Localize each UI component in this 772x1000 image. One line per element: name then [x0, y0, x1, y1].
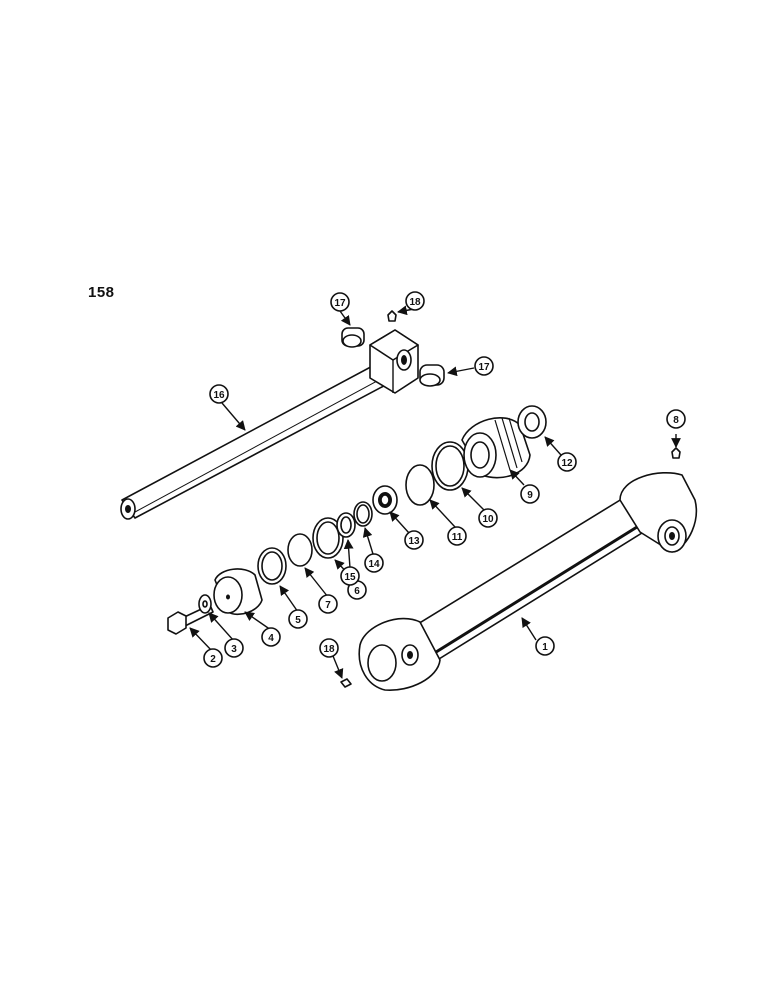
svg-text:18: 18	[409, 297, 421, 308]
callout-8: 8	[666, 409, 686, 429]
seal-rings-part	[257, 441, 469, 585]
callout-10: 10	[478, 508, 498, 528]
callout-7: 7	[318, 594, 338, 614]
svg-text:10: 10	[482, 514, 494, 525]
callout-1: 1	[535, 636, 555, 656]
callout-15: 15	[340, 566, 360, 586]
callout-2: 2	[203, 648, 223, 668]
svg-text:17: 17	[478, 362, 490, 373]
callout-18-bottom: 18	[319, 638, 339, 658]
svg-text:7: 7	[325, 600, 331, 611]
svg-text:9: 9	[527, 490, 533, 501]
svg-text:17: 17	[334, 298, 346, 309]
svg-text:16: 16	[213, 390, 225, 401]
piston-rod-part	[120, 329, 419, 520]
callout-12: 12	[557, 452, 577, 472]
page-number: 158	[88, 284, 115, 301]
callout-14: 14	[364, 553, 384, 573]
grease-fitting-barrel-part	[671, 447, 681, 459]
svg-text:1: 1	[542, 642, 548, 653]
nut-part	[517, 405, 547, 439]
svg-text:15: 15	[344, 572, 356, 583]
bearing-part	[372, 485, 398, 515]
svg-text:14: 14	[368, 559, 380, 570]
cylinder-barrel-part	[358, 472, 697, 691]
svg-text:4: 4	[268, 633, 274, 644]
callout-3: 3	[224, 638, 244, 658]
svg-text:2: 2	[210, 654, 216, 665]
callout-13: 13	[404, 530, 424, 550]
bushing-part	[341, 327, 445, 387]
svg-text:3: 3	[231, 644, 237, 655]
svg-text:8: 8	[673, 415, 679, 426]
leader-lines	[189, 305, 681, 679]
gland-part	[461, 416, 531, 479]
svg-text:18: 18	[323, 644, 335, 655]
svg-text:13: 13	[408, 536, 420, 547]
callout-18-top: 18	[405, 291, 425, 311]
callout-9: 9	[520, 484, 540, 504]
callout-4: 4	[261, 627, 281, 647]
callout-17-right: 17	[474, 356, 494, 376]
svg-text:6: 6	[354, 586, 360, 597]
grease-fitting-part	[340, 310, 397, 688]
svg-text:12: 12	[561, 458, 573, 469]
callout-11: 11	[447, 526, 467, 546]
callout-17-left: 17	[330, 292, 350, 312]
washer-part	[198, 594, 212, 614]
callout-16: 16	[209, 384, 229, 404]
svg-text:5: 5	[295, 615, 301, 626]
callout-5: 5	[288, 609, 308, 629]
svg-text:11: 11	[452, 532, 463, 543]
piston-part	[213, 568, 263, 616]
